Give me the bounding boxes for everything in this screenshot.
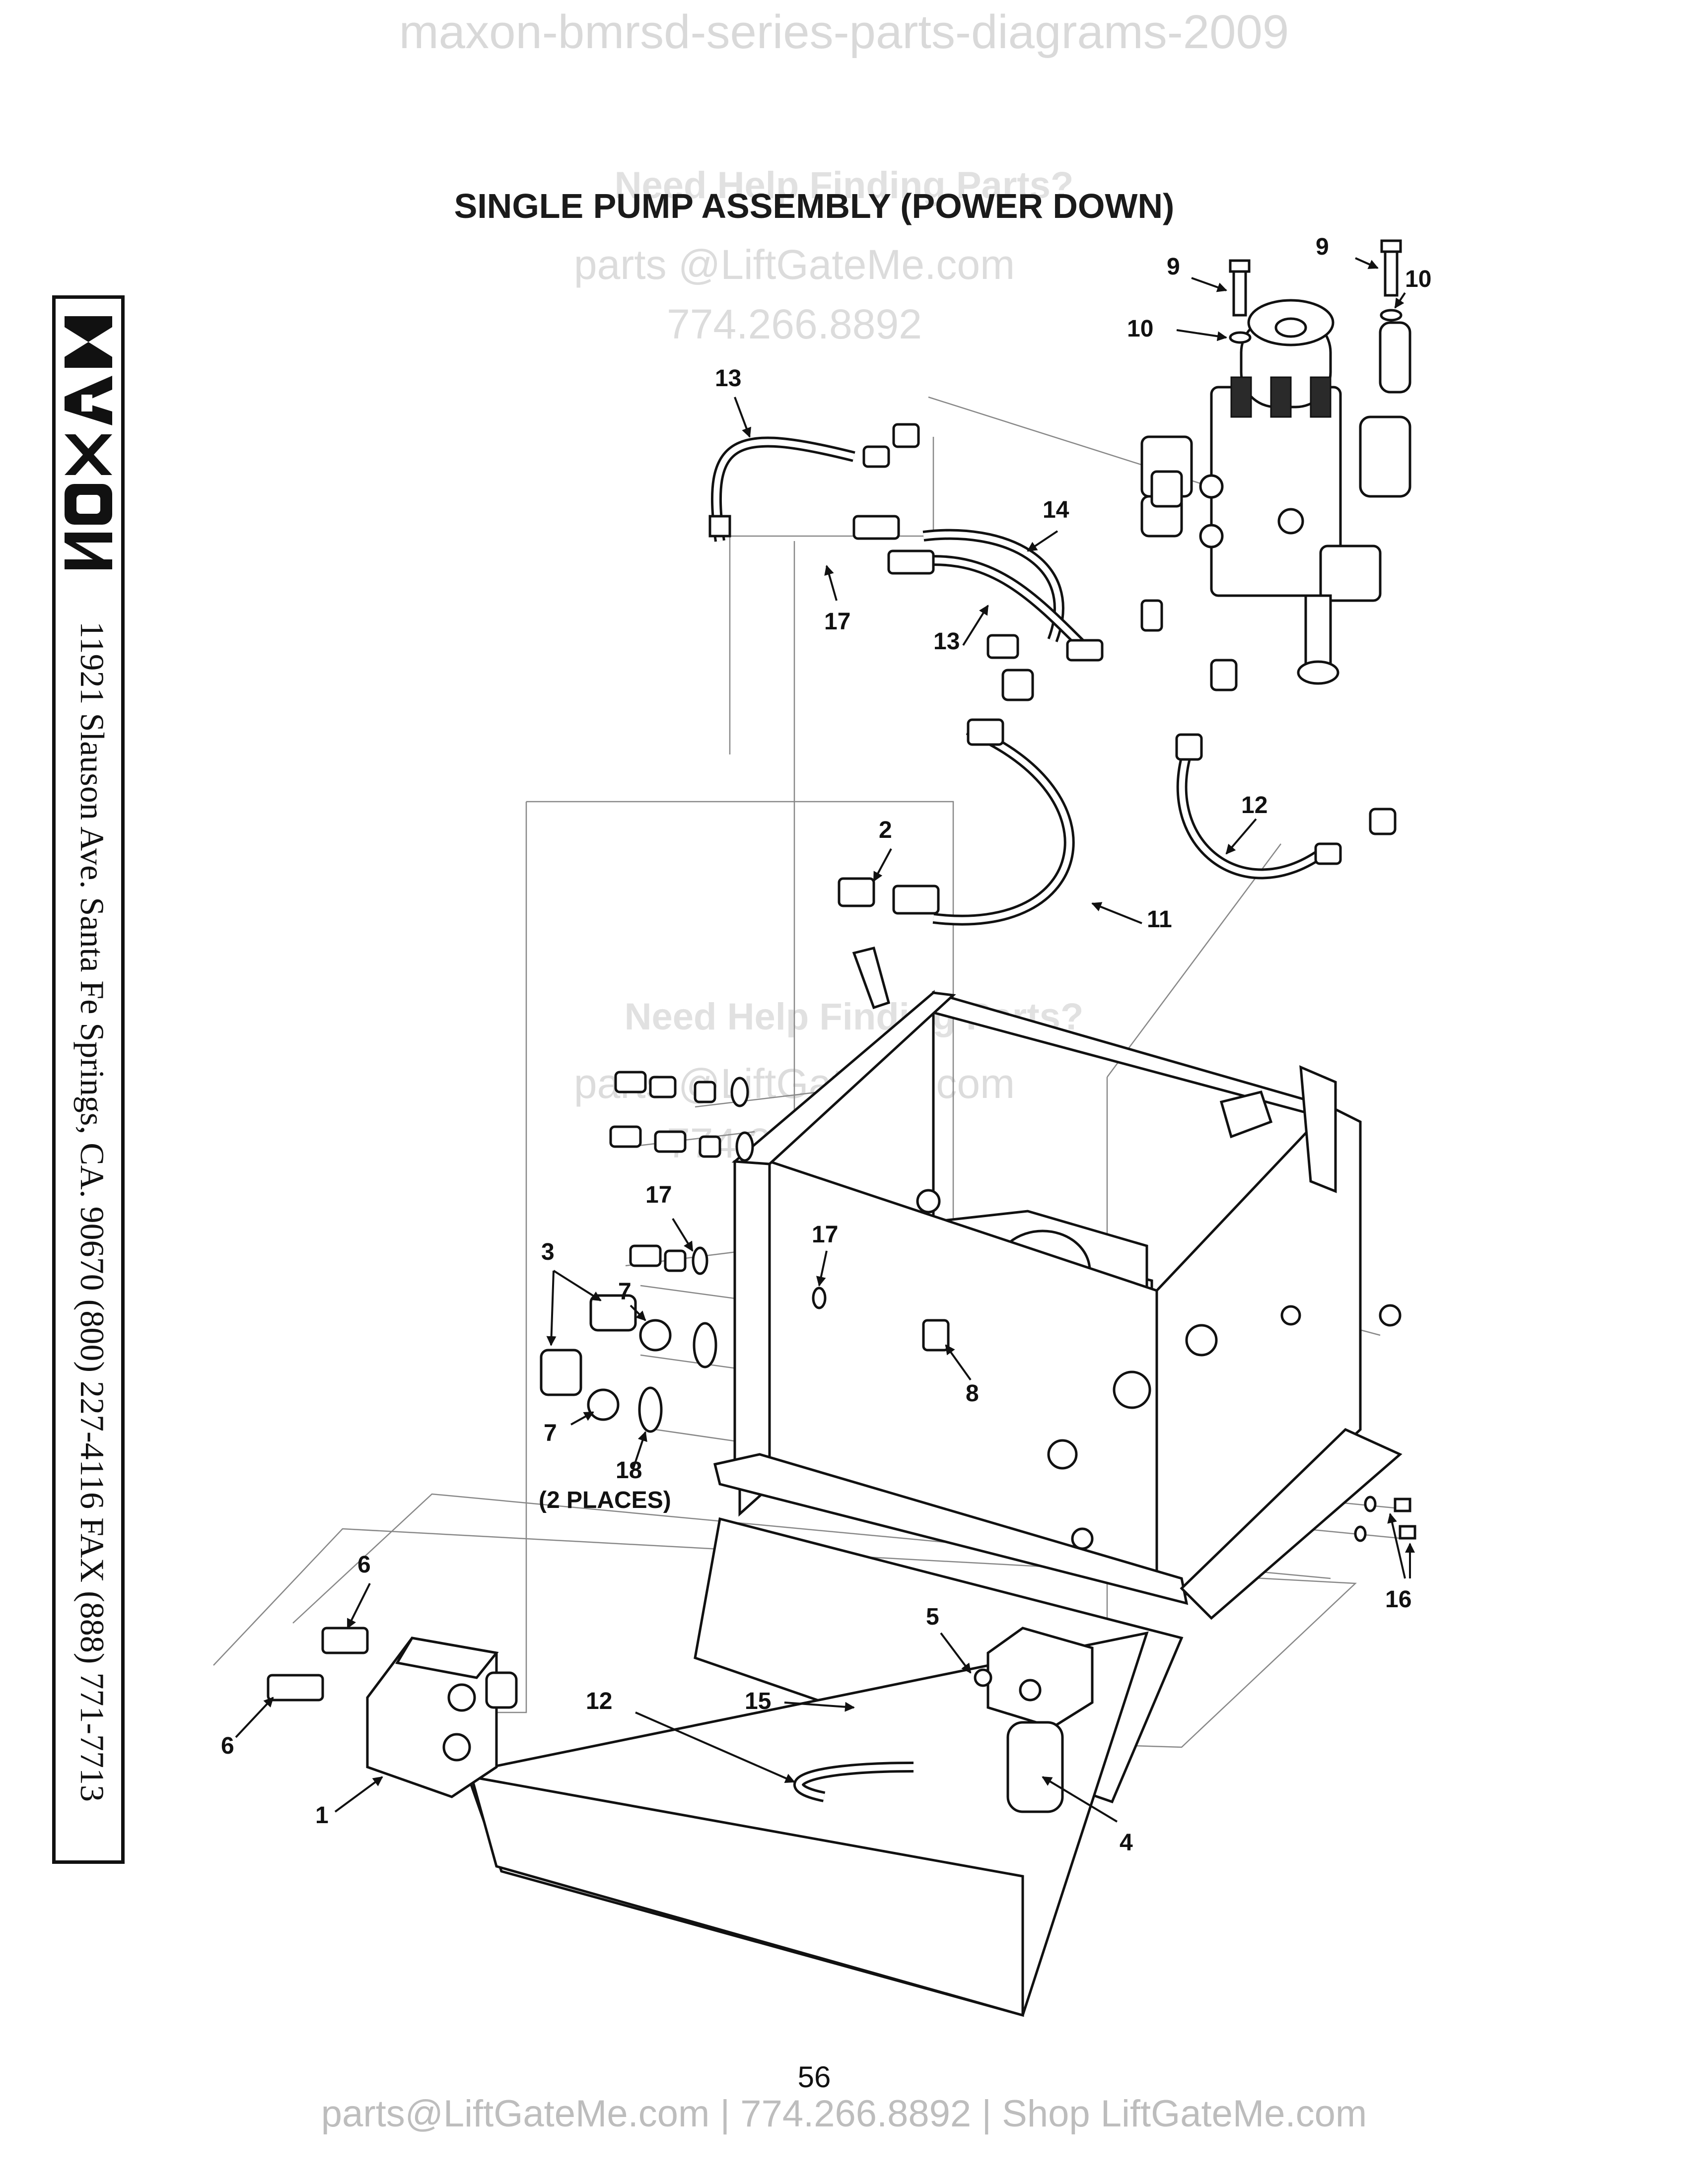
bolts-16 [1354, 1496, 1416, 1542]
pump-block [267, 1627, 518, 1798]
callout-9-right: 9 [1316, 234, 1329, 260]
company-sidebar: 11921 Slauson Ave. Santa Fe Springs, CA.… [52, 295, 125, 1864]
callout-17-right: 17 [812, 1222, 839, 1248]
motor-pump-assembly [1140, 239, 1411, 685]
leader-lines [235, 257, 1415, 1823]
callout-4: 4 [1120, 1830, 1133, 1856]
footer-contact: parts@LiftGateMe.com | 774.266.8892 | Sh… [321, 2093, 1367, 2135]
callout-7-top: 7 [618, 1279, 632, 1305]
callout-2: 2 [879, 817, 892, 843]
filter-assembly [974, 1627, 1094, 1813]
callout-12-bottom: 12 [586, 1688, 613, 1714]
callout-15: 15 [745, 1688, 772, 1714]
callout-14: 14 [1043, 497, 1069, 523]
watermark-help-1: Need Help Finding Parts? [614, 164, 1074, 206]
callout-5: 5 [926, 1604, 939, 1630]
callout-6-bottom: 6 [221, 1733, 234, 1759]
callout-9-left: 9 [1167, 254, 1180, 280]
callout-17-top: 17 [824, 609, 851, 635]
maxon-logo [65, 316, 112, 569]
left-fittings [540, 1071, 950, 1433]
callout-12-top: 12 [1241, 792, 1268, 819]
callout-18-note: (2 PLACES) [539, 1487, 671, 1513]
callout-11: 11 [1147, 906, 1172, 933]
watermark-email-1: parts @LiftGateMe.com [573, 241, 1015, 288]
page-title: SINGLE PUMP ASSEMBLY (POWER DOWN) [454, 187, 1175, 225]
callout-16: 16 [1385, 1586, 1412, 1613]
callout-8: 8 [966, 1380, 979, 1407]
callout-10-left: 10 [1127, 316, 1154, 342]
callout-18: 18 [616, 1457, 642, 1484]
callout-13-lower: 13 [933, 628, 960, 655]
watermark-top: maxon-bmrsd-series-parts-diagrams-2009 [399, 5, 1289, 59]
callout-13-top: 13 [715, 365, 742, 392]
callout-3: 3 [541, 1239, 555, 1265]
callout-17-mid: 17 [645, 1182, 672, 1208]
callout-7-bottom: 7 [544, 1420, 557, 1446]
callout-1: 1 [315, 1802, 329, 1829]
page-number: 56 [797, 2060, 831, 2094]
reservoir-tank [465, 946, 1403, 2017]
callout-10-right: 10 [1405, 266, 1432, 292]
hoses [708, 423, 1397, 1802]
watermark-phone-1: 774.266.8892 [667, 301, 922, 347]
callout-6-top: 6 [357, 1552, 371, 1578]
